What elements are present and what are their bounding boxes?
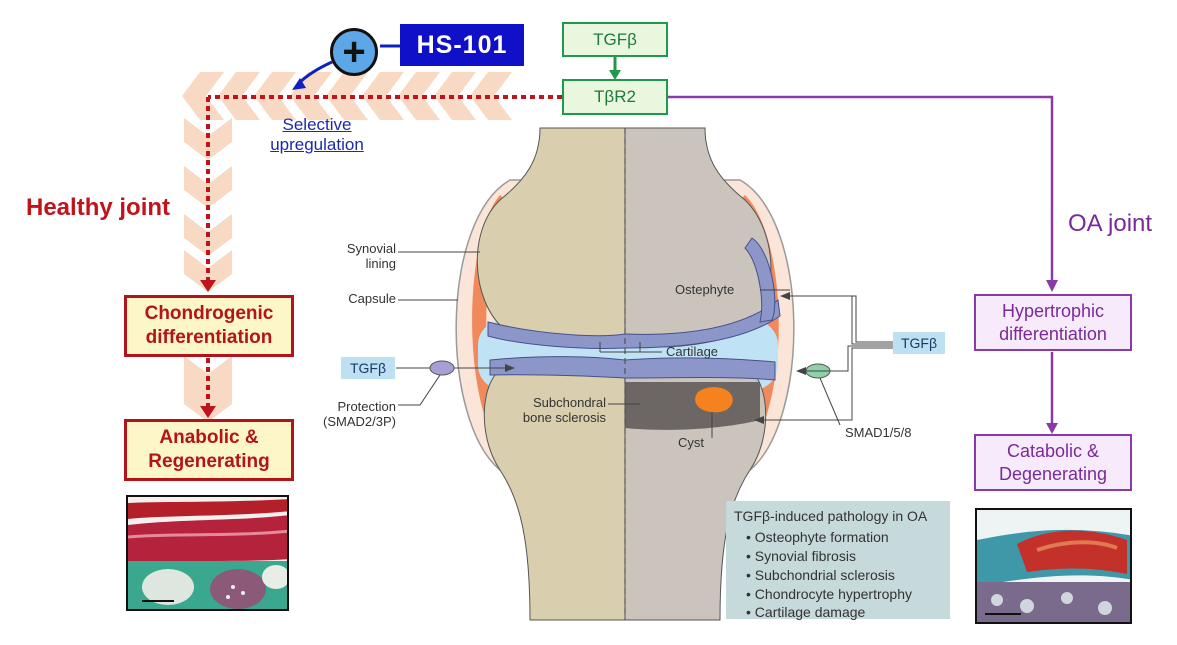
- healthy-joint-title: Healthy joint: [26, 194, 171, 221]
- femur-healthy: [476, 127, 626, 348]
- legend-item: Chondrocyte hypertrophy: [746, 585, 942, 604]
- plus-circle-icon: +: [330, 28, 378, 76]
- oa-pathway-line: [668, 95, 1054, 425]
- plus-symbol: +: [342, 30, 366, 74]
- oa-histology-image: [975, 508, 1132, 624]
- legend-item: Cartilage damage: [746, 603, 942, 622]
- selective-upregulation-label: Selective upregulation: [270, 115, 364, 155]
- histology-oa-picture: [977, 510, 1130, 622]
- hs101-label: HS-101: [400, 24, 524, 66]
- legend-title: TGFβ-induced pathology in OA: [734, 508, 928, 524]
- histology-healthy-picture: [128, 497, 287, 609]
- arrowhead-icon: [609, 70, 621, 80]
- chondrogenic-differentiation-box: Chondrogenic differentiation: [124, 295, 294, 357]
- cartilage-label: Cartilage: [666, 344, 719, 359]
- catabolic-degenerating-box: Catabolic & Degenerating: [974, 434, 1132, 491]
- cartilage-upper: [487, 299, 781, 349]
- cyst: [695, 387, 733, 413]
- legend-item: Synovial fibrosis: [746, 547, 942, 566]
- healthy-pathway-dotted: [206, 95, 562, 408]
- arrowhead-icon: [1046, 280, 1058, 292]
- protection-label: Protection (SMAD2/3P): [323, 399, 396, 429]
- legend-list: Osteophyte formation Synovial fibrosis S…: [734, 528, 942, 622]
- tgfb-right-tag: TGFβ: [893, 332, 945, 354]
- receptor-smad23: [429, 360, 455, 376]
- subchondral-label: Subchondral bone sclerosis: [522, 395, 606, 425]
- arrowhead-icon: [200, 406, 216, 418]
- synovial-lining-label: Synovial lining: [346, 241, 396, 271]
- knee-joint-illustration: [396, 127, 893, 621]
- legend-item: Osteophyte formation: [746, 528, 942, 547]
- cyst-label: Cyst: [678, 435, 704, 450]
- tbr2-box: TβR2: [562, 79, 668, 115]
- tgfb-left-tag: TGFβ: [341, 357, 395, 379]
- legend-item: Subchondrial sclerosis: [746, 566, 942, 585]
- arrowhead-icon: [1046, 423, 1058, 434]
- pathology-legend: TGFβ-induced pathology in OA Osteophyte …: [726, 501, 950, 622]
- anabolic-regenerating-box: Anabolic & Regenerating: [124, 419, 294, 481]
- femur-oa: [624, 127, 772, 348]
- capsule-label: Capsule: [348, 291, 396, 306]
- arrowhead-icon: [780, 292, 790, 300]
- osteophyte: [744, 237, 776, 323]
- arrowhead-icon: [200, 280, 216, 292]
- arrowhead-icon: [292, 78, 306, 90]
- tgfb-box: TGFβ: [562, 22, 668, 57]
- oa-joint-title: OA joint: [1068, 210, 1153, 237]
- subchondral-sclerosis: [625, 382, 760, 430]
- cartilage-lower: [489, 356, 776, 381]
- arrowhead-icon: [796, 367, 806, 375]
- arrowhead-icon: [505, 364, 515, 372]
- healthy-histology-image: [126, 495, 289, 611]
- hypertrophic-differentiation-box: Hypertrophic differentiation: [974, 294, 1132, 351]
- smad158-label: SMAD1/5/8: [845, 425, 912, 440]
- arrowhead-icon: [754, 416, 764, 424]
- ostephyte-label: Ostephyte: [675, 282, 735, 297]
